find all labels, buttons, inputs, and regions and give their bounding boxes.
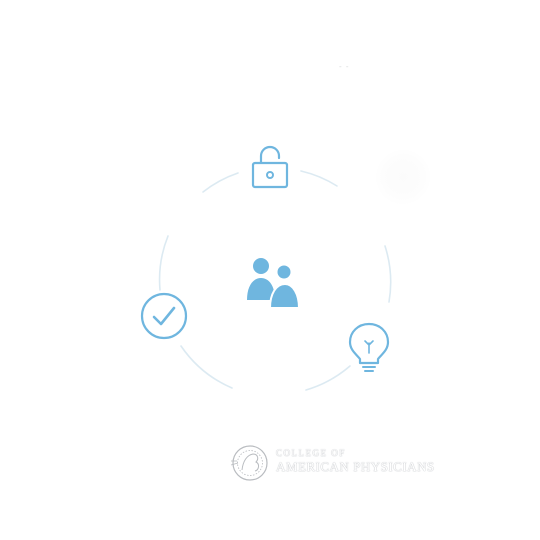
- users-group-icon[interactable]: [244, 256, 302, 310]
- lightbulb-icon[interactable]: [345, 321, 393, 375]
- seal-icon: [230, 445, 268, 481]
- logo-wordmark: College of American Physicians: [276, 447, 435, 475]
- logo-line-2: American Physicians: [276, 459, 435, 474]
- logo-line-1: College of: [276, 448, 346, 458]
- faint-hint-text: - -: [339, 62, 350, 71]
- checkmark-circle-icon[interactable]: [139, 291, 189, 341]
- unlocked-padlock-icon[interactable]: [249, 143, 291, 191]
- faded-icon: [376, 150, 430, 204]
- college-logo: College of American Physicians: [229, 443, 479, 483]
